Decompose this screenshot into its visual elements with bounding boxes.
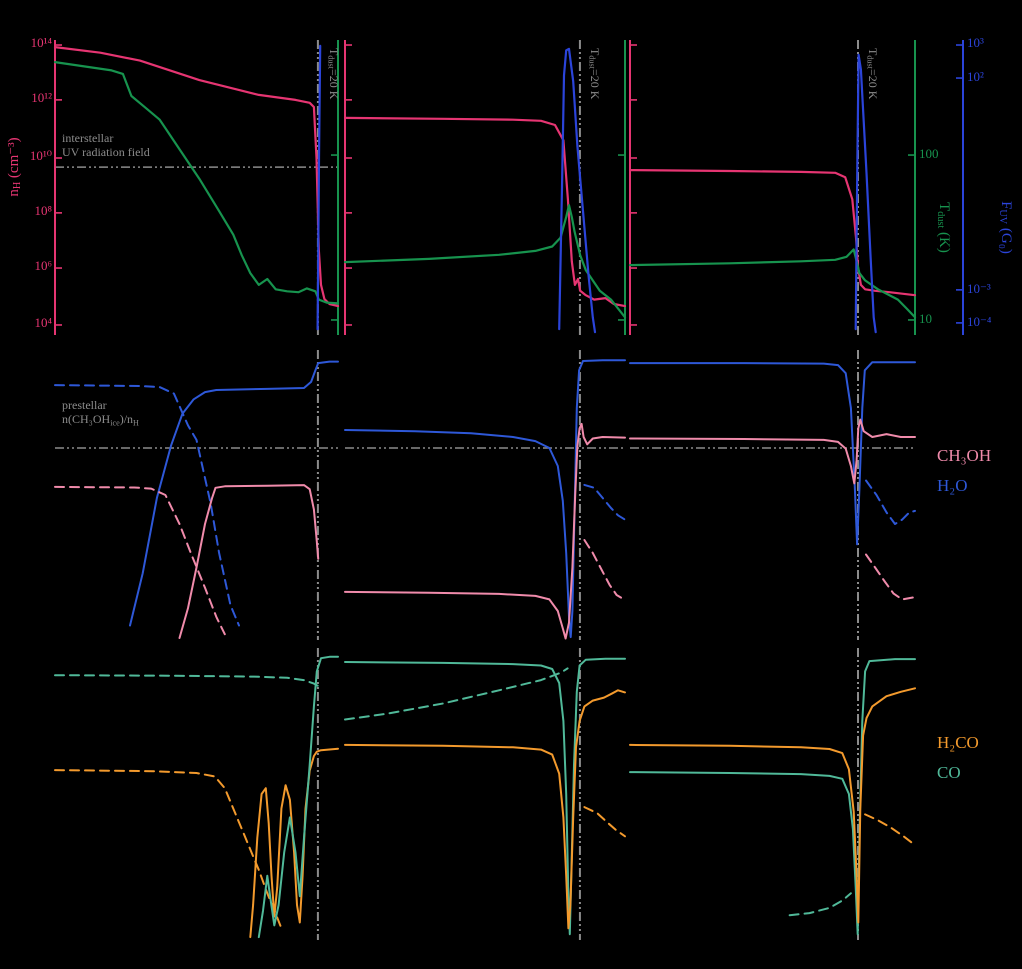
series-middle-left-H2O-dashed [54, 384, 240, 627]
fuv-tick-label: 10² [967, 69, 984, 84]
series-bottom-left-CO-solid [257, 655, 339, 939]
fuv-tick-label: 10⁻⁴ [967, 314, 992, 329]
nH-axis-title: nH (cm⁻³) [6, 137, 24, 197]
nH-tick-label: 10⁴ [34, 315, 52, 330]
series-top-right-FUV [854, 53, 877, 334]
series-middle-right-H2O-solid [629, 361, 916, 546]
series-bottom-middle-CO-solid [344, 657, 626, 936]
tdust-tick-label: 100 [919, 146, 939, 161]
series-bottom-middle-CO-dashed [344, 667, 569, 721]
tdust-20k-label: Tdust=20 K [865, 48, 880, 100]
series-top-left-nH [53, 45, 340, 308]
series-bottom-middle-H2CO-dashed [583, 806, 626, 838]
prestellar-annotation: prestellar n(CH₃OHice)/nH [62, 398, 139, 428]
tdust-tick-label: 10 [919, 311, 932, 326]
series-bottom-right-CO-dashed [788, 892, 852, 917]
legend-ch3oh: CH₃OH [937, 446, 992, 465]
tdust-20k-label: Tdust=20 K [326, 48, 341, 100]
nH-tick-label: 10⁸ [34, 203, 52, 218]
series-bottom-middle-H2CO-solid [344, 689, 626, 930]
series-bottom-right-H2CO-solid [629, 687, 916, 924]
series-top-left-Tdust [53, 60, 340, 305]
uv-field-annotation: interstellar UV radiation field [62, 131, 150, 159]
legend-h2o: H₂O [937, 476, 968, 495]
series-middle-left-CH3OH-dashed [54, 485, 226, 636]
tdust-axis-title: Tdust (K) [934, 202, 952, 253]
legend-h2co: H₂CO [937, 733, 979, 752]
series-middle-middle-CH3OH-solid [344, 422, 626, 640]
tdust-20k-label: Tdust=20 K [587, 48, 602, 100]
series-middle-right-H2O-dashed [865, 479, 916, 525]
nH-tick-label: 10¹² [31, 90, 52, 105]
series-middle-middle-H2O-solid [344, 359, 626, 639]
series-top-middle-FUV [558, 47, 597, 334]
nH-tick-label: 10¹⁰ [29, 148, 52, 163]
nH-tick-label: 10⁶ [34, 258, 52, 273]
series-bottom-left-CO-dashed [54, 674, 320, 687]
fuv-axis-title: FUV (G₀) [996, 201, 1014, 254]
series-bottom-left-H2CO-dashed [54, 769, 283, 930]
series-top-middle-Tdust [343, 204, 627, 319]
fuv-tick-label: 10³ [967, 35, 984, 50]
legend-co: CO [937, 763, 961, 782]
series-middle-middle-H2O-dashed [583, 483, 626, 521]
series-top-middle-nH [343, 116, 627, 308]
series-middle-right-CH3OH-solid [629, 418, 916, 485]
series-middle-right-CH3OH-dashed [865, 553, 916, 601]
series-bottom-right-H2CO-dashed [864, 813, 916, 847]
nH-tick-label: 10¹⁴ [30, 35, 52, 50]
series-middle-left-H2O-solid [129, 360, 339, 627]
series-bottom-right-CO-solid [629, 658, 916, 936]
series-bottom-left-H2CO-solid [249, 747, 339, 939]
series-middle-middle-CH3OH-dashed [583, 539, 626, 601]
fuv-tick-label: 10⁻³ [967, 281, 991, 296]
series-middle-left-CH3OH-solid [178, 484, 320, 639]
series-top-left-FUV [316, 44, 322, 331]
